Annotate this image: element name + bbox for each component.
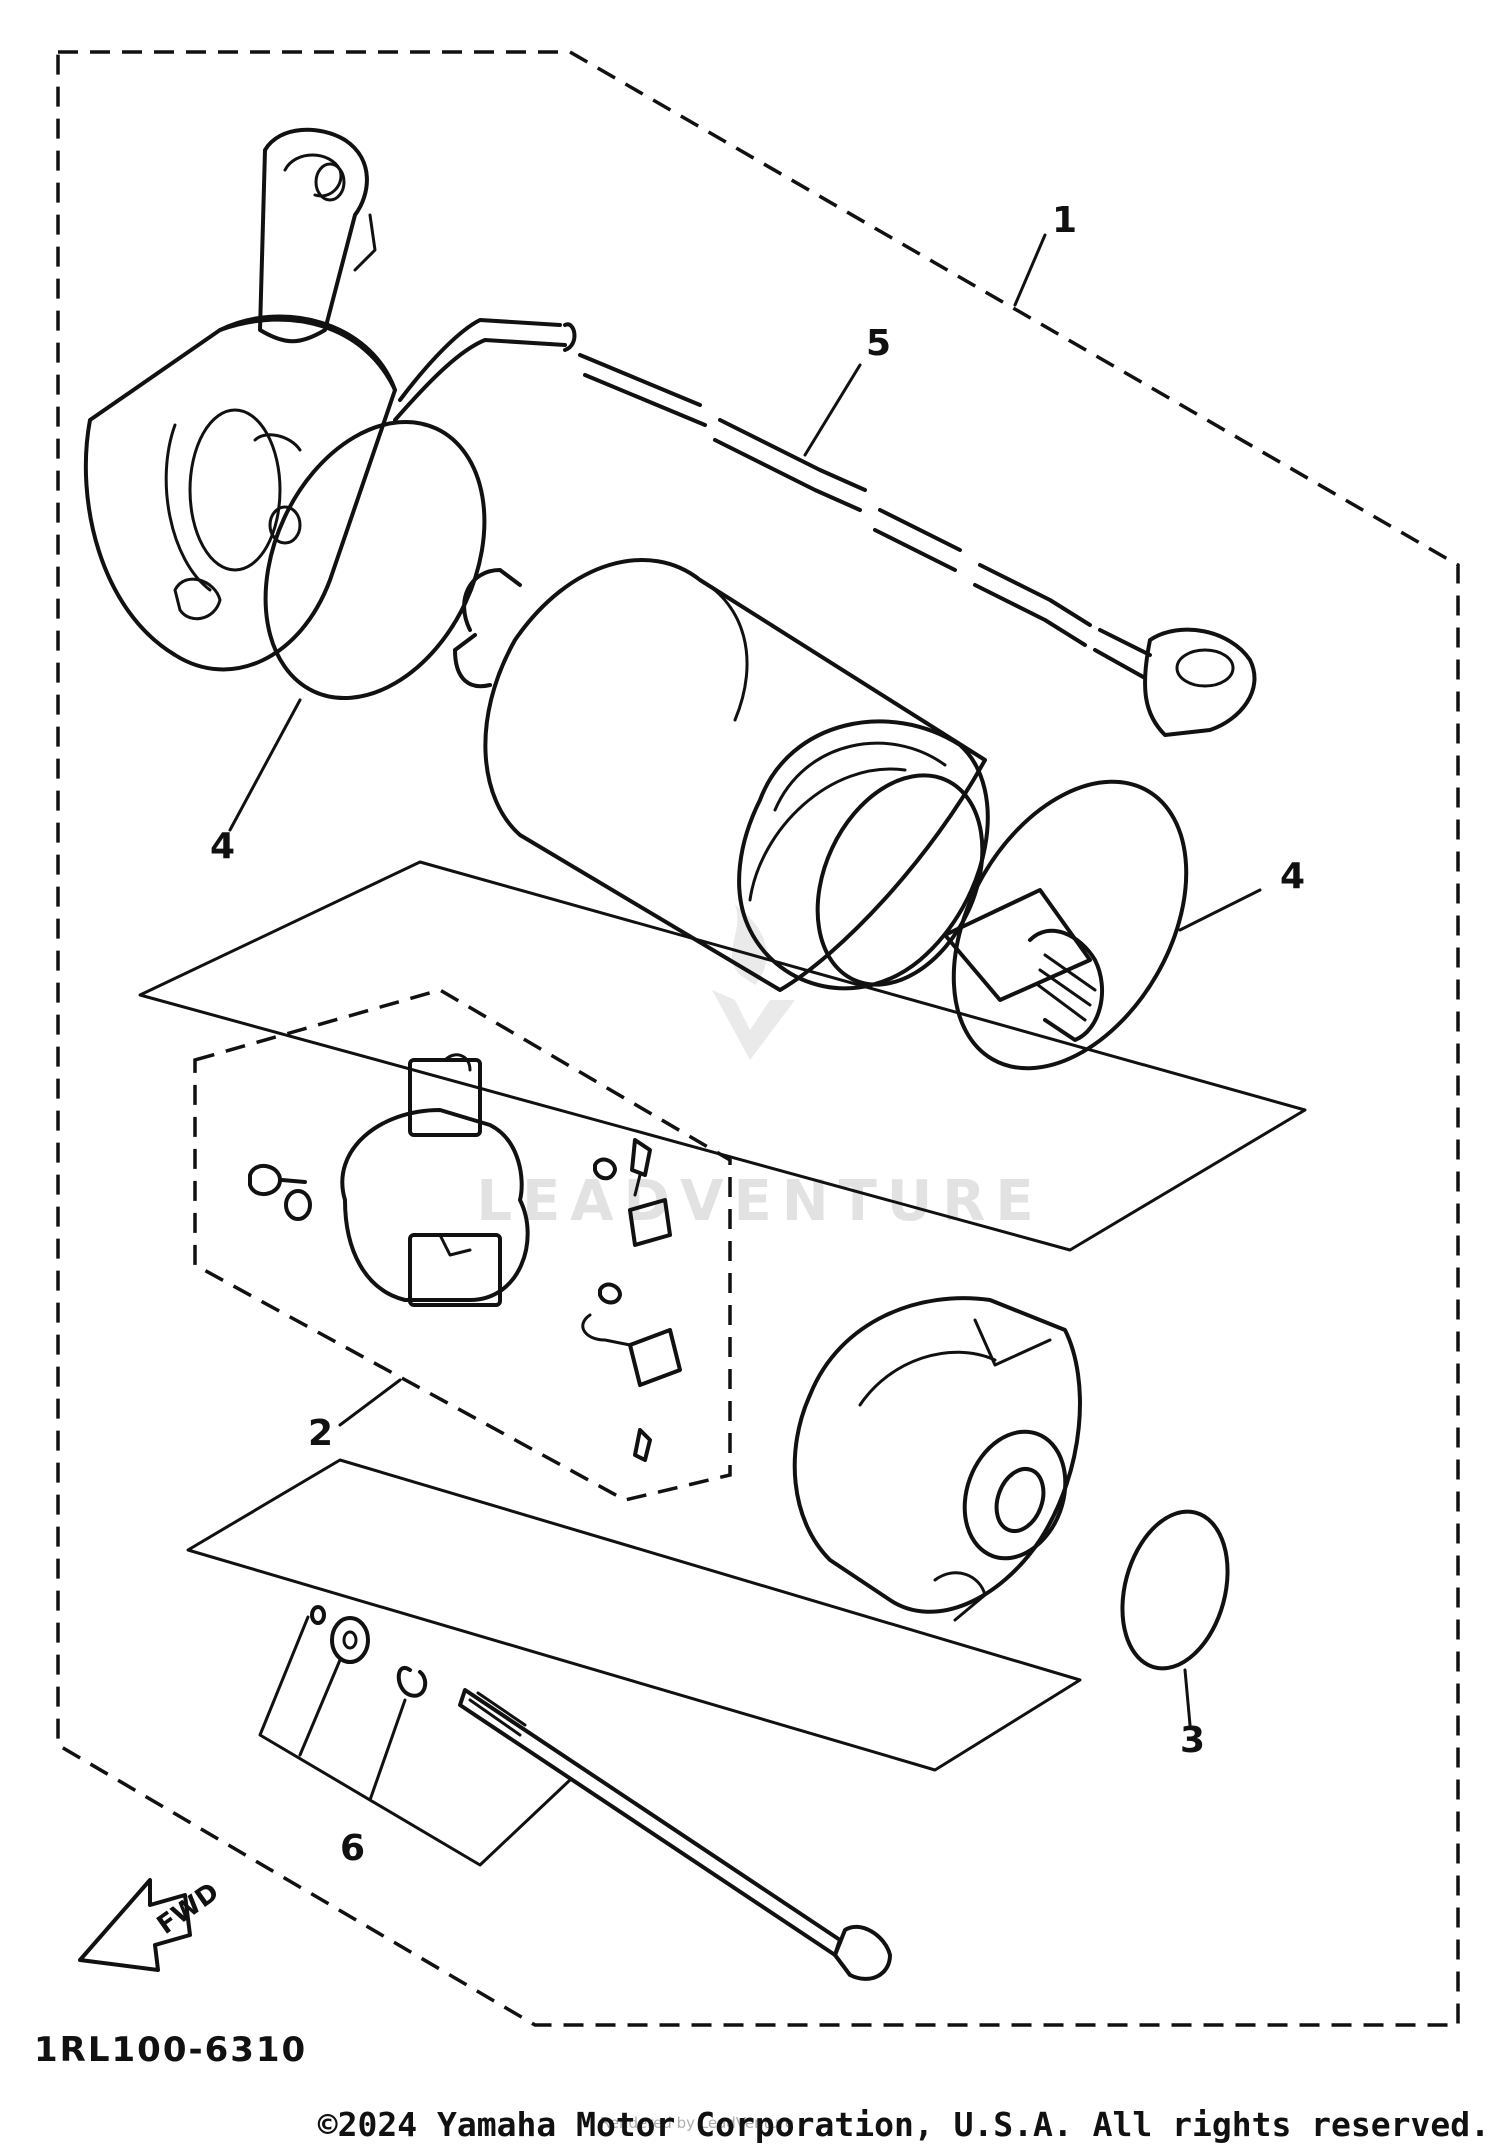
- callout-3: 3: [1180, 1720, 1205, 1761]
- renderer-note: Rendered by LeadVenture: [600, 2114, 795, 2132]
- armature-body: [453, 558, 1104, 1042]
- watermark: LEADVENTURE: [476, 905, 1043, 1234]
- fasteners: [310, 1605, 892, 1981]
- watermark-text: LEADVENTURE: [476, 1169, 1043, 1234]
- fwd-arrow: FWD: [78, 1877, 225, 1972]
- copyright-notice: ©2024 Yamaha Motor Corporation, U.S.A. A…: [317, 2105, 1490, 2144]
- callout-1: 1: [1052, 200, 1077, 241]
- leader-lines: [228, 233, 1262, 1867]
- o-ring-rear: [951, 779, 1189, 1071]
- o-ring-small: [1120, 1509, 1230, 1671]
- drawing-code: 1RL100-6310: [34, 2030, 308, 2070]
- rear-cover: [792, 1296, 1082, 1622]
- armature-plane: [138, 860, 1307, 1252]
- callout-4-left: 4: [210, 826, 235, 867]
- callout-4-right: 4: [1280, 856, 1305, 897]
- brush-holder-boundary: [193, 988, 732, 1502]
- callout-5: 5: [866, 323, 891, 364]
- end-cover-plane: [186, 1458, 1082, 1772]
- assembly-boundary: [56, 50, 1460, 2027]
- front-cover: [83, 127, 397, 672]
- lead-wire: [393, 318, 1257, 737]
- brush-holder: [248, 1053, 682, 1462]
- callout-6: 6: [340, 1828, 365, 1869]
- callout-2: 2: [308, 1413, 333, 1454]
